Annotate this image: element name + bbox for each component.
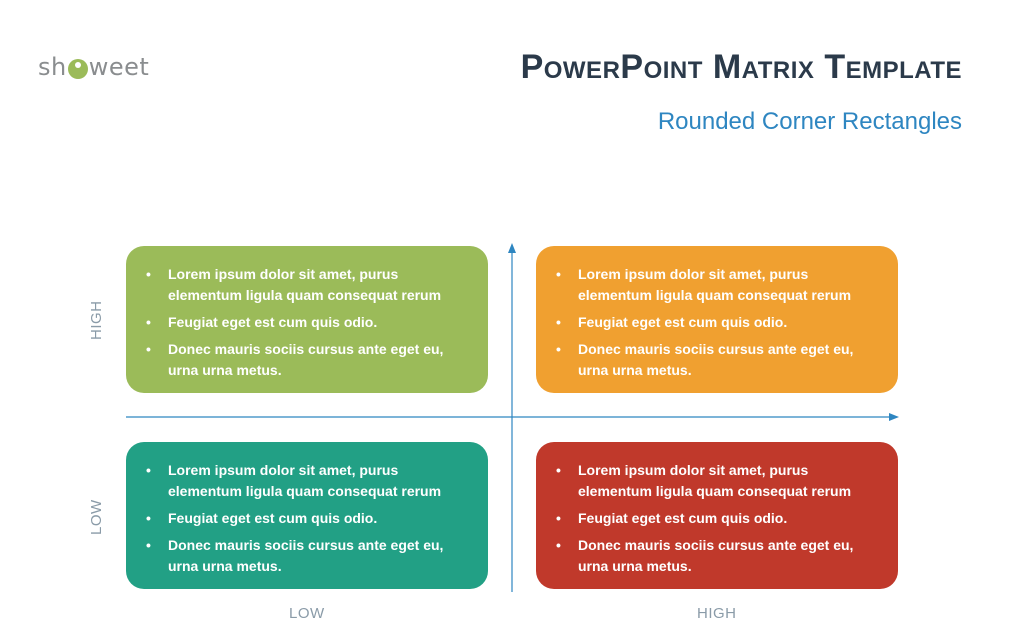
bullet-list: Lorem ipsum dolor sit amet, purus elemen… bbox=[146, 460, 468, 577]
y-axis-label-high: HIGH bbox=[88, 300, 105, 341]
quadrant-low-low: Lorem ipsum dolor sit amet, purus elemen… bbox=[126, 442, 488, 589]
logo-text-right: weet bbox=[88, 53, 150, 81]
logo-dot-icon bbox=[67, 59, 88, 79]
page-title: PowerPoint Matrix Template bbox=[520, 48, 962, 86]
x-axis-arrow bbox=[889, 413, 899, 421]
bullet-item: Lorem ipsum dolor sit amet, purus elemen… bbox=[556, 264, 878, 306]
page-subtitle: Rounded Corner Rectangles bbox=[657, 108, 962, 135]
bullet-item: Donec mauris sociis cursus ante eget eu,… bbox=[146, 535, 468, 577]
y-axis-arrow bbox=[508, 243, 516, 253]
bullet-item: Lorem ipsum dolor sit amet, purus elemen… bbox=[556, 460, 878, 502]
bullet-list: Lorem ipsum dolor sit amet, purus elemen… bbox=[146, 264, 468, 381]
bullet-item: Feugiat eget est cum quis odio. bbox=[556, 312, 878, 333]
x-axis-label-high: HIGH bbox=[697, 605, 737, 622]
x-axis-label-low: LOW bbox=[289, 605, 325, 622]
logo-text-left: sh bbox=[38, 53, 67, 81]
y-axis-label-low: LOW bbox=[88, 499, 105, 535]
bullet-item: Donec mauris sociis cursus ante eget eu,… bbox=[556, 339, 878, 381]
bullet-list: Lorem ipsum dolor sit amet, purus elemen… bbox=[556, 264, 878, 381]
quadrant-high-high: Lorem ipsum dolor sit amet, purus elemen… bbox=[536, 246, 898, 393]
bullet-item: Lorem ipsum dolor sit amet, purus elemen… bbox=[146, 460, 468, 502]
quadrant-low-high: Lorem ipsum dolor sit amet, purus elemen… bbox=[536, 442, 898, 589]
bullet-item: Feugiat eget est cum quis odio. bbox=[146, 312, 468, 333]
bullet-list: Lorem ipsum dolor sit amet, purus elemen… bbox=[556, 460, 878, 577]
quadrant-high-low: Lorem ipsum dolor sit amet, purus elemen… bbox=[126, 246, 488, 393]
bullet-item: Donec mauris sociis cursus ante eget eu,… bbox=[556, 535, 878, 577]
bullet-item: Feugiat eget est cum quis odio. bbox=[146, 508, 468, 529]
bullet-item: Donec mauris sociis cursus ante eget eu,… bbox=[146, 339, 468, 381]
bullet-item: Lorem ipsum dolor sit amet, purus elemen… bbox=[146, 264, 468, 306]
bullet-item: Feugiat eget est cum quis odio. bbox=[556, 508, 878, 529]
